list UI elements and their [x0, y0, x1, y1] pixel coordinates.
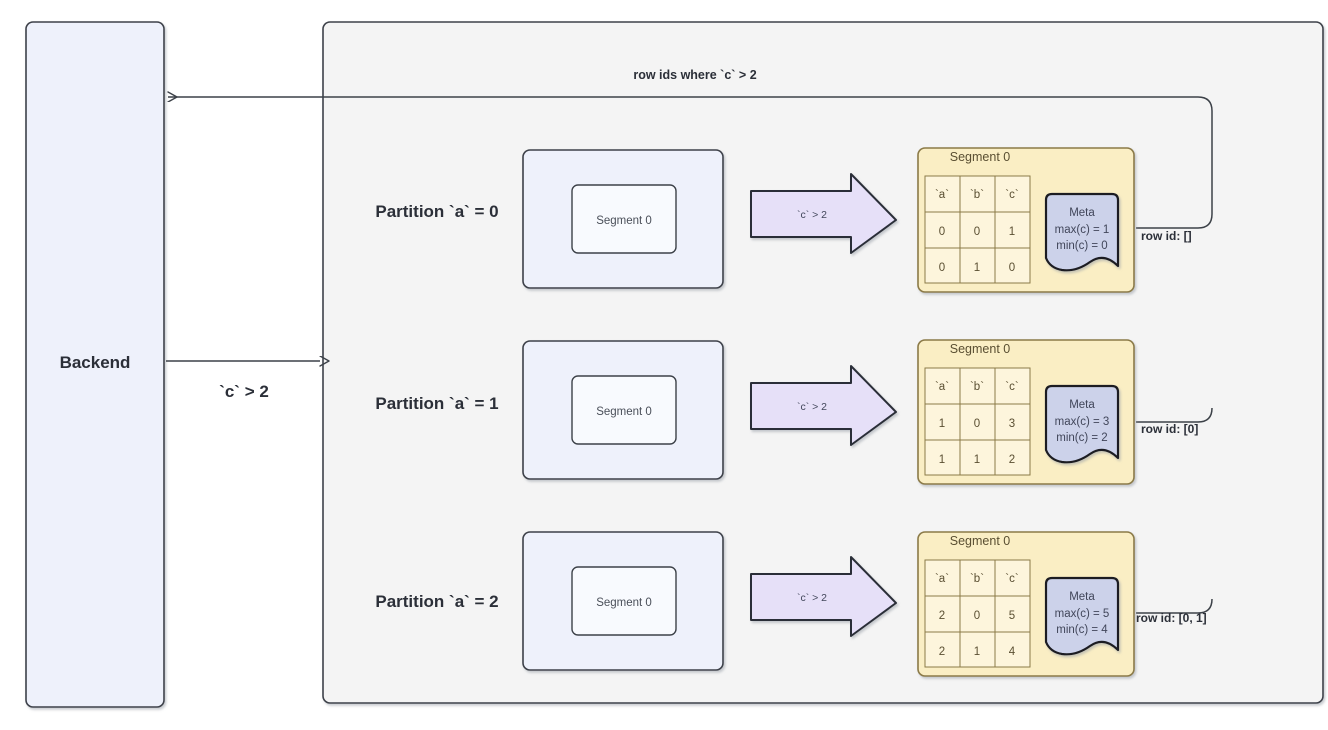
table-cell: 0 [939, 262, 945, 274]
response-edge: row ids where `c` > 2 [168, 68, 1213, 614]
meta-note-shape-2[interactable] [1044, 576, 1120, 656]
filter-arrow-1: `c` > 2 [750, 365, 897, 446]
meta-max-0: max(c) = 1 [1055, 224, 1110, 236]
table-cell: 1 [974, 454, 980, 466]
partition-box-2[interactable]: Segment 0 [522, 531, 724, 671]
response-stub-2 [1136, 407, 1213, 423]
backend-node[interactable]: Backend [25, 21, 165, 708]
partition-row-1: Partition `a` = 1 Segment 0 `c` > 2 Segm… [375, 339, 1198, 485]
partition-label-0: Partition `a` = 0 [375, 202, 498, 221]
meta-title-2: Meta [1069, 591, 1095, 603]
segment-table-1: `a` `b` `c` 1 0 3 1 1 2 [924, 367, 1031, 476]
table-cell: 1 [974, 646, 980, 658]
partition-row-2: Partition `a` = 2 Segment 0 `c` > 2 Segm… [375, 531, 1207, 677]
segment-table-outline-1 [924, 367, 1031, 476]
filter-arrow-shape-0 [750, 173, 897, 254]
filter-arrow-0: `c` > 2 [750, 173, 897, 254]
meta-note-0[interactable]: Meta max(c) = 1 min(c) = 0 [1044, 192, 1120, 272]
partition-row-0: Partition `a` = 0 Segment 0 `c` > 2 Segm… [375, 147, 1192, 293]
segment-table-outline-0 [924, 175, 1031, 284]
table-cell: 0 [974, 226, 980, 238]
table-cell: 2 [939, 646, 945, 658]
segment-card-0[interactable]: Segment 0 `a` `b` `c` 0 0 1 0 1 0 [917, 147, 1135, 293]
meta-note-1[interactable]: Meta max(c) = 3 min(c) = 2 [1044, 384, 1120, 464]
table-header-c: `c` [1005, 189, 1018, 201]
segment-box-label-2: Segment 0 [596, 597, 652, 609]
table-header-a: `a` [935, 573, 949, 585]
segment-box-2[interactable] [571, 566, 677, 636]
segment-card-2[interactable]: Segment 0 `a` `b` `c` 2 0 5 2 1 4 [917, 531, 1135, 677]
filter-arrow-shape-1 [750, 365, 897, 446]
table-cell: 0 [939, 226, 945, 238]
row-id-label-0: row id: [] [1141, 229, 1192, 243]
request-edge: `c` > 2 [166, 361, 320, 401]
table-header-c: `c` [1005, 573, 1018, 585]
meta-title-0: Meta [1069, 207, 1095, 219]
partition-box-1[interactable]: Segment 0 [522, 340, 724, 480]
partition-label-1: Partition `a` = 1 [375, 394, 498, 413]
segment-card-1[interactable]: Segment 0 `a` `b` `c` 1 0 3 1 1 2 [917, 339, 1135, 485]
segment-card-title-2: Segment 0 [950, 534, 1011, 548]
segment-card-title-1: Segment 0 [950, 342, 1011, 356]
meta-max-2: max(c) = 5 [1055, 608, 1110, 620]
table-header-b: `b` [970, 573, 984, 585]
backend-box[interactable] [25, 21, 165, 708]
filter-arrow-shape-2 [750, 556, 897, 637]
table-header-b: `b` [970, 189, 984, 201]
response-stub-3 [1136, 598, 1213, 614]
table-cell: 2 [939, 610, 945, 622]
table-cell: 2 [1009, 454, 1015, 466]
filter-arrow-label-1: `c` > 2 [797, 401, 827, 413]
meta-title-1: Meta [1069, 399, 1095, 411]
segment-box-label-0: Segment 0 [596, 215, 652, 227]
partition-box-0[interactable]: Segment 0 [522, 149, 724, 289]
segment-table-outline-2 [924, 559, 1031, 668]
table-cell: 1 [939, 454, 945, 466]
partition-label-2: Partition `a` = 2 [375, 592, 498, 611]
filter-arrow-label-0: `c` > 2 [797, 209, 827, 221]
meta-note-2[interactable]: Meta max(c) = 5 min(c) = 4 [1044, 576, 1120, 656]
response-edge-label: row ids where `c` > 2 [633, 68, 756, 82]
table-cell: 1 [1009, 226, 1015, 238]
request-edge-label: `c` > 2 [219, 382, 269, 401]
meta-note-shape-0[interactable] [1044, 192, 1120, 272]
meta-min-2: min(c) = 4 [1056, 624, 1108, 636]
table-cell: 0 [1009, 262, 1015, 274]
meta-max-1: max(c) = 3 [1055, 416, 1110, 428]
table-cell: 4 [1009, 646, 1016, 658]
segment-table-2: `a` `b` `c` 2 0 5 2 1 4 [924, 559, 1031, 668]
table-cell: 0 [974, 610, 980, 622]
table-cell: 1 [974, 262, 980, 274]
table-header-a: `a` [935, 381, 949, 393]
row-id-label-1: row id: [0] [1141, 422, 1198, 436]
segment-box-0[interactable] [571, 184, 677, 254]
segment-card-title-0: Segment 0 [950, 150, 1011, 164]
meta-note-shape-1[interactable] [1044, 384, 1120, 464]
table-header-c: `c` [1005, 381, 1018, 393]
table-cell: 1 [939, 418, 945, 430]
segment-box-1[interactable] [571, 375, 677, 445]
table-cell: 0 [974, 418, 980, 430]
meta-min-1: min(c) = 2 [1056, 432, 1107, 444]
table-header-b: `b` [970, 381, 984, 393]
segment-box-label-1: Segment 0 [596, 406, 652, 418]
response-trunk-path [168, 97, 1213, 229]
backend-label: Backend [60, 353, 131, 372]
filter-arrow-2: `c` > 2 [750, 556, 897, 637]
meta-min-0: min(c) = 0 [1056, 240, 1107, 252]
segment-table-0: `a` `b` `c` 0 0 1 0 1 0 [924, 175, 1031, 284]
row-id-label-2: row id: [0, 1] [1136, 611, 1207, 625]
filter-arrow-label-2: `c` > 2 [797, 592, 827, 604]
table-cell: 5 [1009, 610, 1015, 622]
table-header-a: `a` [935, 189, 949, 201]
table-cell: 3 [1009, 418, 1015, 430]
